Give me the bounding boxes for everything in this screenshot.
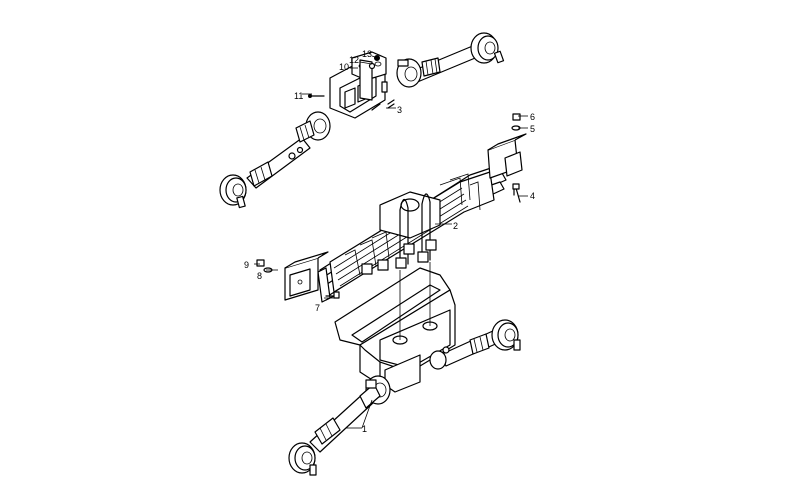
nut-9: [256, 259, 265, 267]
leader-lines: [254, 55, 528, 429]
callout-3: 3: [397, 105, 402, 115]
callout-13: 13: [362, 49, 372, 59]
upper-torque-rod-assembly: [219, 32, 505, 209]
callout-10: 10: [339, 62, 349, 72]
nut-6: [512, 113, 521, 121]
leaf-spring-assembly: [284, 133, 527, 303]
callout-2: 2: [453, 221, 458, 231]
callout-7: 7: [315, 303, 320, 313]
callout-4: 4: [530, 191, 535, 201]
callout-9: 9: [244, 260, 249, 270]
callout-5: 5: [530, 124, 535, 134]
spring-center-block: [379, 191, 441, 239]
callout-1: 1: [362, 424, 367, 434]
u-bolt-nut: [395, 257, 407, 269]
washer-12: [368, 62, 376, 70]
callout-labels: 1 2 3 4 5 6 7 8 9 10 11 12 13: [244, 49, 535, 434]
callout-11: 11: [294, 91, 303, 101]
callout-12: 12: [349, 55, 359, 65]
upper-left-nut: [288, 152, 296, 160]
lower-torque-rod-assembly: [288, 319, 521, 476]
axle-seat-assembly: [334, 262, 456, 393]
callout-6: 6: [530, 112, 535, 122]
callout-8: 8: [257, 271, 262, 281]
